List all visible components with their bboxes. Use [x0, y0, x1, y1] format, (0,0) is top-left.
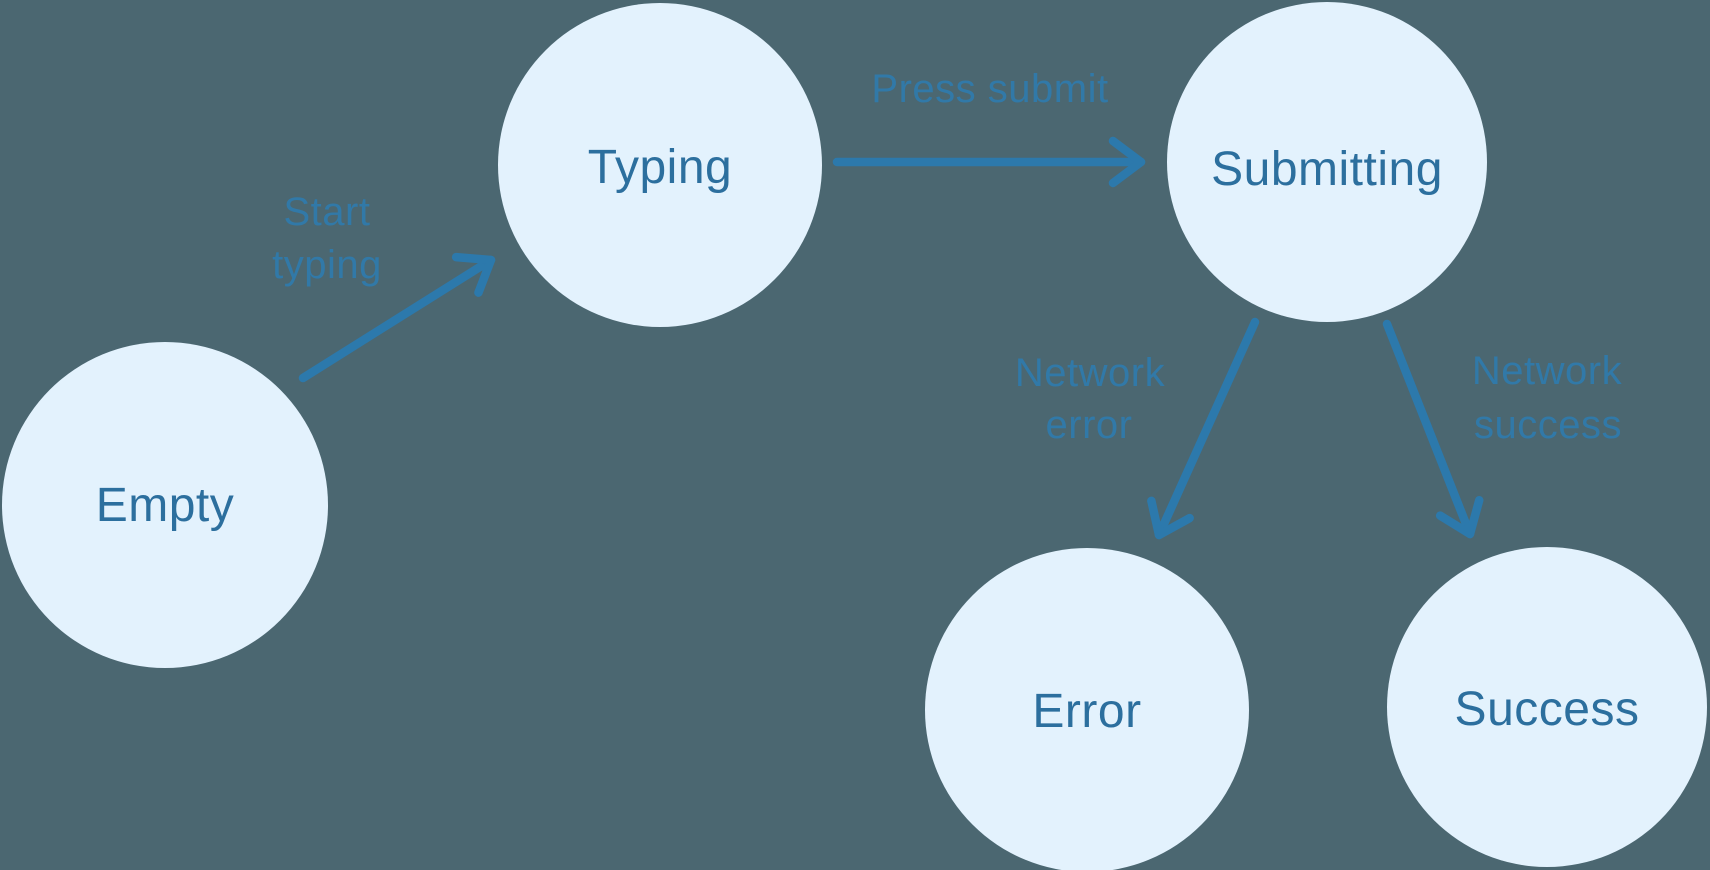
state-node-success: Success — [1387, 547, 1707, 867]
transition-label-network-error-line2: error — [1046, 403, 1133, 447]
state-label-empty: Empty — [96, 479, 235, 532]
transition-arrow-network-success — [1382, 319, 1484, 539]
state-label-error: Error — [1032, 685, 1141, 738]
transition-arrow-network-error — [1147, 317, 1260, 540]
state-label-success: Success — [1455, 683, 1640, 736]
transition-arrow-start-typing — [298, 252, 496, 383]
state-node-empty: Empty — [2, 342, 328, 668]
state-circle-success — [1387, 547, 1707, 867]
transition-label-start-typing-line1: Start — [284, 190, 371, 234]
state-node-submitting: Submitting — [1167, 2, 1487, 322]
transition-start-typing: Start typing — [272, 190, 496, 383]
transition-network-success: Network success — [1382, 319, 1623, 539]
state-label-typing: Typing — [588, 141, 732, 194]
transition-press-submit: Press submit — [832, 67, 1146, 188]
transition-label-network-success-line1: Network — [1472, 349, 1623, 393]
state-circle-empty — [2, 342, 328, 668]
transition-network-error: Network error — [1015, 317, 1260, 540]
state-node-error: Error — [925, 548, 1249, 870]
transition-label-network-success-line2: success — [1474, 403, 1622, 447]
state-node-typing: Typing — [498, 3, 822, 327]
state-label-submitting: Submitting — [1211, 143, 1443, 196]
transition-label-start-typing-line2: typing — [272, 243, 382, 287]
state-circle-submitting — [1167, 2, 1487, 322]
transition-label-network-error-line1: Network — [1015, 351, 1166, 395]
transition-label-press-submit: Press submit — [871, 67, 1108, 111]
state-circle-typing — [498, 3, 822, 327]
state-circle-error — [925, 548, 1249, 870]
